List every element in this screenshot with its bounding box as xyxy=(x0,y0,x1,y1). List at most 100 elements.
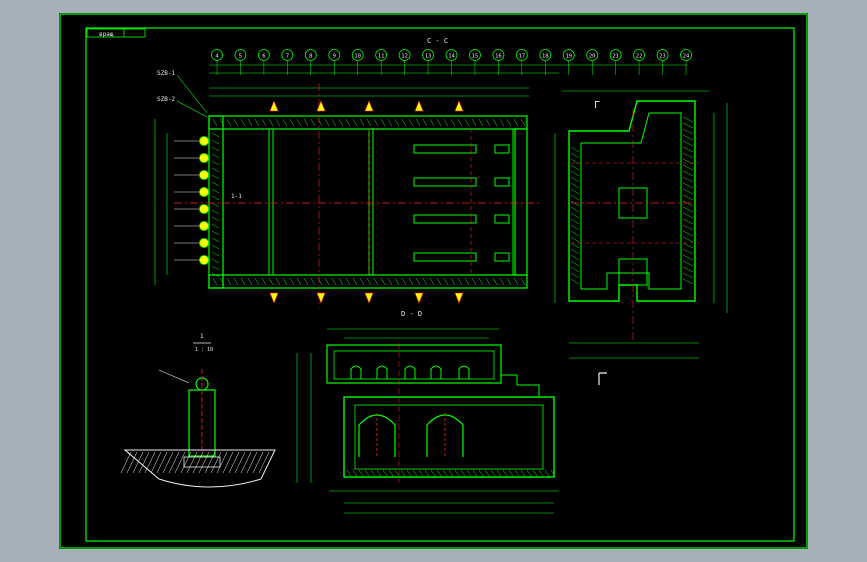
axis-label-7: 7 xyxy=(286,54,289,60)
dd-hatch-mark xyxy=(430,469,436,477)
plan-hatch-top-mark xyxy=(464,118,470,127)
plan-hatch-top-mark xyxy=(443,118,449,127)
plan-hatch-top-mark xyxy=(212,118,218,127)
dd-hatch-mark xyxy=(520,469,526,477)
axis-bubble-14 xyxy=(445,49,458,61)
plan-hatch-top-mark xyxy=(401,118,407,127)
plan-hatch-bottom-mark xyxy=(506,277,512,286)
plan-hatch-bottom-mark xyxy=(443,277,449,286)
detail-ground-hatch-mark xyxy=(180,451,192,474)
plan-hatch-left-mark xyxy=(211,195,220,201)
axis-bubble-21 xyxy=(609,49,622,61)
plan-hatch-bottom-mark xyxy=(471,277,477,286)
detail-ground-hatch-mark xyxy=(222,451,234,474)
plan-hatch-bottom-mark xyxy=(499,277,505,286)
drawing-sheet: вращ C - C xyxy=(59,13,808,549)
plan-hatch-left-mark xyxy=(211,251,220,257)
detail-ground-hatch-mark xyxy=(204,451,216,474)
side-hatch-left-mark xyxy=(570,278,580,285)
axis-label-12: 12 xyxy=(401,54,408,60)
dd-hatch-mark xyxy=(370,469,376,477)
plan-hatch-left-mark xyxy=(211,139,220,145)
side-hatch-left-mark xyxy=(570,212,580,219)
plan-nozzle-top xyxy=(454,100,464,112)
side-section-view: Γ xyxy=(554,90,728,385)
detail-ground xyxy=(123,449,276,488)
plan-hatch-top-mark xyxy=(485,118,491,127)
plan-hatch-top-mark xyxy=(338,118,344,127)
plan-hatch-bottom-mark xyxy=(464,277,470,286)
dd-hatch-mark xyxy=(352,469,358,477)
side-hatch-right-mark xyxy=(682,242,694,249)
dd-wall-hatch xyxy=(346,469,556,477)
plan-hatch-top-mark xyxy=(261,118,267,127)
plan-hatch-bottom-mark xyxy=(219,277,225,286)
callout-szb-1: SZB-1 xyxy=(157,70,175,77)
side-hatch-right-mark xyxy=(682,182,694,189)
dd-hatch-mark xyxy=(406,469,412,477)
plan-hatch-top-mark xyxy=(282,118,288,127)
side-hatch-right-mark xyxy=(682,122,694,129)
plan-nozzle-bottom xyxy=(269,292,279,304)
plan-hatch-bottom-mark xyxy=(422,277,428,286)
dd-hatch-mark xyxy=(502,469,508,477)
plan-hatch-top-mark xyxy=(303,118,309,127)
dd-hatch-mark xyxy=(418,469,424,477)
plan-hatch-bottom-mark xyxy=(254,277,260,286)
plan-hatch-left-mark xyxy=(211,202,220,208)
axis-bubble-19 xyxy=(562,49,575,61)
detail-ground-hatch-mark xyxy=(144,451,156,474)
detail-view-1-1: 1 1 : 10 xyxy=(120,333,276,488)
detail-num: 1 xyxy=(200,333,204,340)
dd-hatch-mark xyxy=(442,469,448,477)
plan-nozzle-bottom xyxy=(364,292,374,304)
plan-hatch-top-mark xyxy=(436,118,442,127)
side-hatch-left-mark xyxy=(570,164,580,171)
plan-hatch-left-mark xyxy=(211,265,220,271)
dd-hatch-mark xyxy=(484,469,490,477)
axis-label-15: 15 xyxy=(472,54,479,60)
side-outline-outer xyxy=(568,100,696,302)
axis-label-13: 13 xyxy=(425,54,432,60)
axis-label-21: 21 xyxy=(612,54,619,60)
plan-hatch-bottom-mark xyxy=(394,277,400,286)
plan-hatch-top-mark xyxy=(366,118,372,127)
dd-hatch-mark xyxy=(364,469,370,477)
detail-ground-hatch-mark xyxy=(198,451,210,474)
side-hatch-left-mark xyxy=(570,170,580,177)
dd-port xyxy=(350,365,362,379)
dd-hatch-mark xyxy=(460,469,466,477)
plan-wall-top xyxy=(208,115,528,130)
plan-burner-head xyxy=(199,255,209,265)
detail-ground-hatch-mark xyxy=(258,451,270,474)
axis-bubble-23 xyxy=(656,49,669,61)
plan-mark-left: 1-1 xyxy=(231,193,242,200)
plan-hatch-left-mark xyxy=(211,237,220,243)
plan-hatch-bottom-mark xyxy=(212,277,218,286)
plan-hatch-top-mark xyxy=(373,118,379,127)
plan-nozzle-bottom xyxy=(414,292,424,304)
side-hatch-left-mark xyxy=(570,224,580,231)
cad-drawing: вращ C - C xyxy=(59,13,808,549)
plan-hatch-bottom-mark xyxy=(520,277,526,286)
plan-hatch-top-mark xyxy=(387,118,393,127)
callout-szb-2: SZB-2 xyxy=(157,96,175,103)
plan-hatch-top-mark xyxy=(429,118,435,127)
dd-hatch-mark xyxy=(478,469,484,477)
plan-hatch-top-mark xyxy=(359,118,365,127)
plan-hatch-bottom-mark xyxy=(492,277,498,286)
axis-label-22: 22 xyxy=(636,54,643,60)
section-view-dd: D - D xyxy=(296,310,559,514)
side-hatch-right-mark xyxy=(682,200,694,207)
detail-ground-hatch-mark xyxy=(246,451,258,474)
side-hatch-left-mark xyxy=(570,254,580,261)
plan-nozzle-top xyxy=(414,100,424,112)
side-hatch-right-mark xyxy=(682,266,694,273)
plan-hatch-bottom-mark xyxy=(324,277,330,286)
title-block: вращ xyxy=(86,28,146,38)
plan-hatch-top-mark xyxy=(268,118,274,127)
axis-bubble-24 xyxy=(680,49,692,61)
axis-label-24: 24 xyxy=(683,54,690,60)
